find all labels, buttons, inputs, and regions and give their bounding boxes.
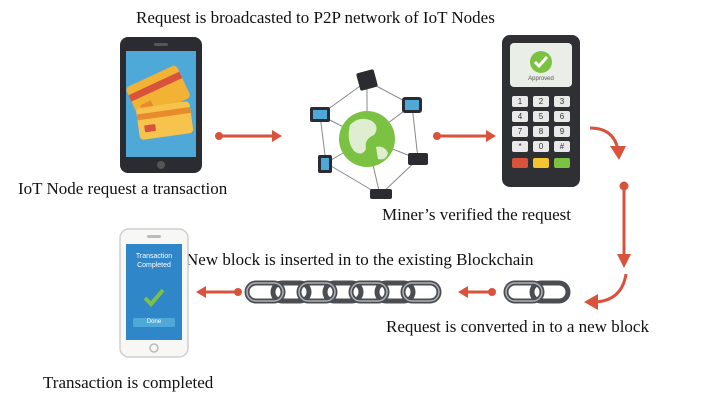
key: 5 bbox=[538, 112, 544, 121]
curved-arrow-down bbox=[589, 126, 626, 160]
key: 2 bbox=[538, 97, 544, 106]
key: 0 bbox=[538, 142, 544, 151]
top-caption: Request is broadcasted to P2P network of… bbox=[136, 8, 495, 27]
converted-label: Request is converted in to a new block bbox=[386, 317, 649, 336]
key: 8 bbox=[538, 127, 544, 136]
terminal-screen-text: Approved bbox=[528, 76, 554, 82]
done-button: Done bbox=[146, 319, 162, 325]
arrow-to-terminal bbox=[433, 130, 496, 142]
arrow-to-chain bbox=[458, 286, 496, 298]
curved-arrow-left bbox=[584, 273, 628, 310]
key: # bbox=[559, 142, 565, 151]
key: 4 bbox=[517, 112, 523, 121]
key: 9 bbox=[559, 127, 565, 136]
transaction-title-2: Completed bbox=[137, 262, 171, 269]
key: 3 bbox=[559, 97, 565, 106]
key: * bbox=[518, 142, 522, 151]
checkmark-icon bbox=[143, 288, 165, 307]
credit-card-icon bbox=[126, 65, 194, 140]
new-block-chain-icon bbox=[503, 280, 571, 304]
phone-card-icon bbox=[120, 37, 202, 173]
arrow-down bbox=[617, 181, 631, 268]
transaction-title-1: Transaction bbox=[135, 253, 173, 260]
completed-label: Transaction is completed bbox=[43, 373, 214, 392]
smartphone-icon: Transaction Completed Done bbox=[119, 228, 189, 358]
terminal-keypad: 1 2 3 4 5 6 7 8 9 * 0 # bbox=[512, 96, 570, 152]
payment-terminal-icon: Approved 1 2 3 4 5 6 7 8 9 * 0 # bbox=[501, 34, 581, 188]
key: 6 bbox=[559, 112, 565, 121]
chain-link-icon bbox=[244, 280, 442, 304]
miners-verified-label: Miner’s verified the request bbox=[382, 205, 571, 224]
key: 1 bbox=[517, 97, 523, 106]
arrow-to-network bbox=[215, 130, 282, 142]
key: 7 bbox=[517, 127, 523, 136]
globe-network-icon bbox=[310, 69, 428, 199]
new-block-label: New block is inserted in to the existing… bbox=[186, 250, 534, 269]
arrow-to-completed bbox=[196, 286, 242, 298]
node-request-label: IoT Node request a transaction bbox=[18, 179, 228, 198]
